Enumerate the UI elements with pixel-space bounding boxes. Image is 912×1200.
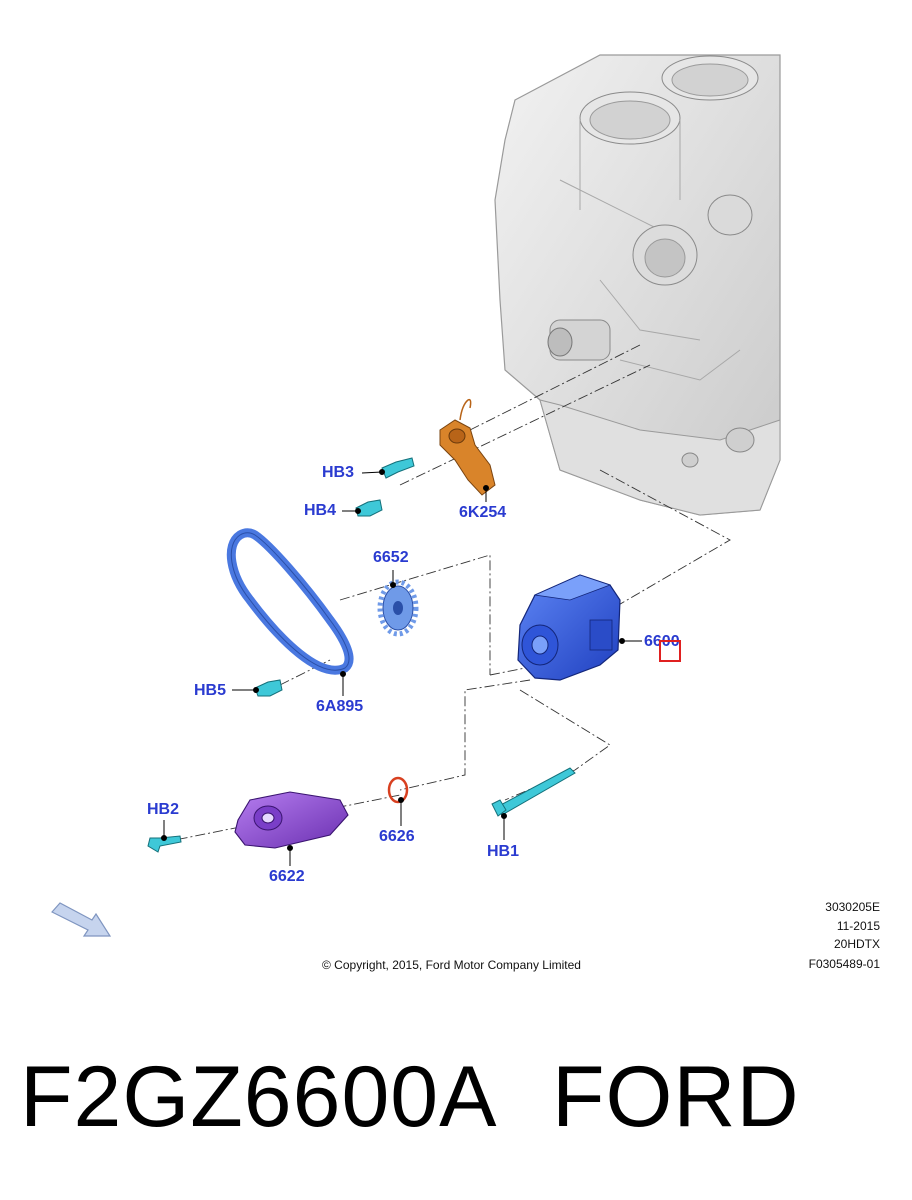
exploded-parts-diagram: HB3 HB4 6K254 6652 6600 HB5 6A895 HB2 66… (51, 54, 880, 972)
front-direction-arrow-icon (51, 902, 112, 937)
bolt-hb5 (254, 679, 283, 697)
brand-name: FORD (552, 1049, 800, 1145)
oil-pump-6600 (517, 574, 621, 681)
sprocket-6652 (377, 579, 419, 637)
copyright-notice: © Copyright, 2015, Ford Motor Company Li… (322, 958, 581, 972)
callout-6a895: 6A895 (316, 698, 364, 715)
meta-code-1: 3030205E (825, 900, 880, 914)
bolt-hb1 (491, 767, 576, 817)
diagram-canvas (51, 54, 781, 937)
o-ring-6626 (387, 776, 409, 804)
meta-code-3: 20HDTX (833, 937, 880, 951)
callout-hb4: HB4 (304, 502, 337, 519)
pickup-6622 (234, 791, 349, 849)
callout-6652: 6652 (373, 549, 409, 566)
highlight-box (659, 640, 681, 662)
assembly-lines (159, 344, 731, 844)
callout-hb2: HB2 (147, 801, 180, 818)
bolt-hb4 (355, 499, 383, 517)
belt-6a895 (226, 528, 354, 675)
engine-block (494, 54, 781, 516)
tensioner-6k254 (439, 398, 496, 496)
meta-code-4: F0305489-01 (808, 957, 880, 971)
part-number: F2GZ6600A (20, 1049, 498, 1145)
leader-lines (161, 469, 642, 866)
meta-code-2: 11-2015 (836, 919, 880, 933)
callout-6k254: 6K254 (459, 504, 507, 521)
callout-6622: 6622 (269, 868, 305, 885)
bolt-hb2 (147, 835, 182, 853)
callout-hb3: HB3 (322, 464, 355, 481)
callout-hb5: HB5 (194, 682, 227, 699)
callout-hb1: HB1 (487, 843, 520, 860)
callout-6626: 6626 (379, 828, 415, 845)
bolt-hb3 (381, 457, 415, 479)
